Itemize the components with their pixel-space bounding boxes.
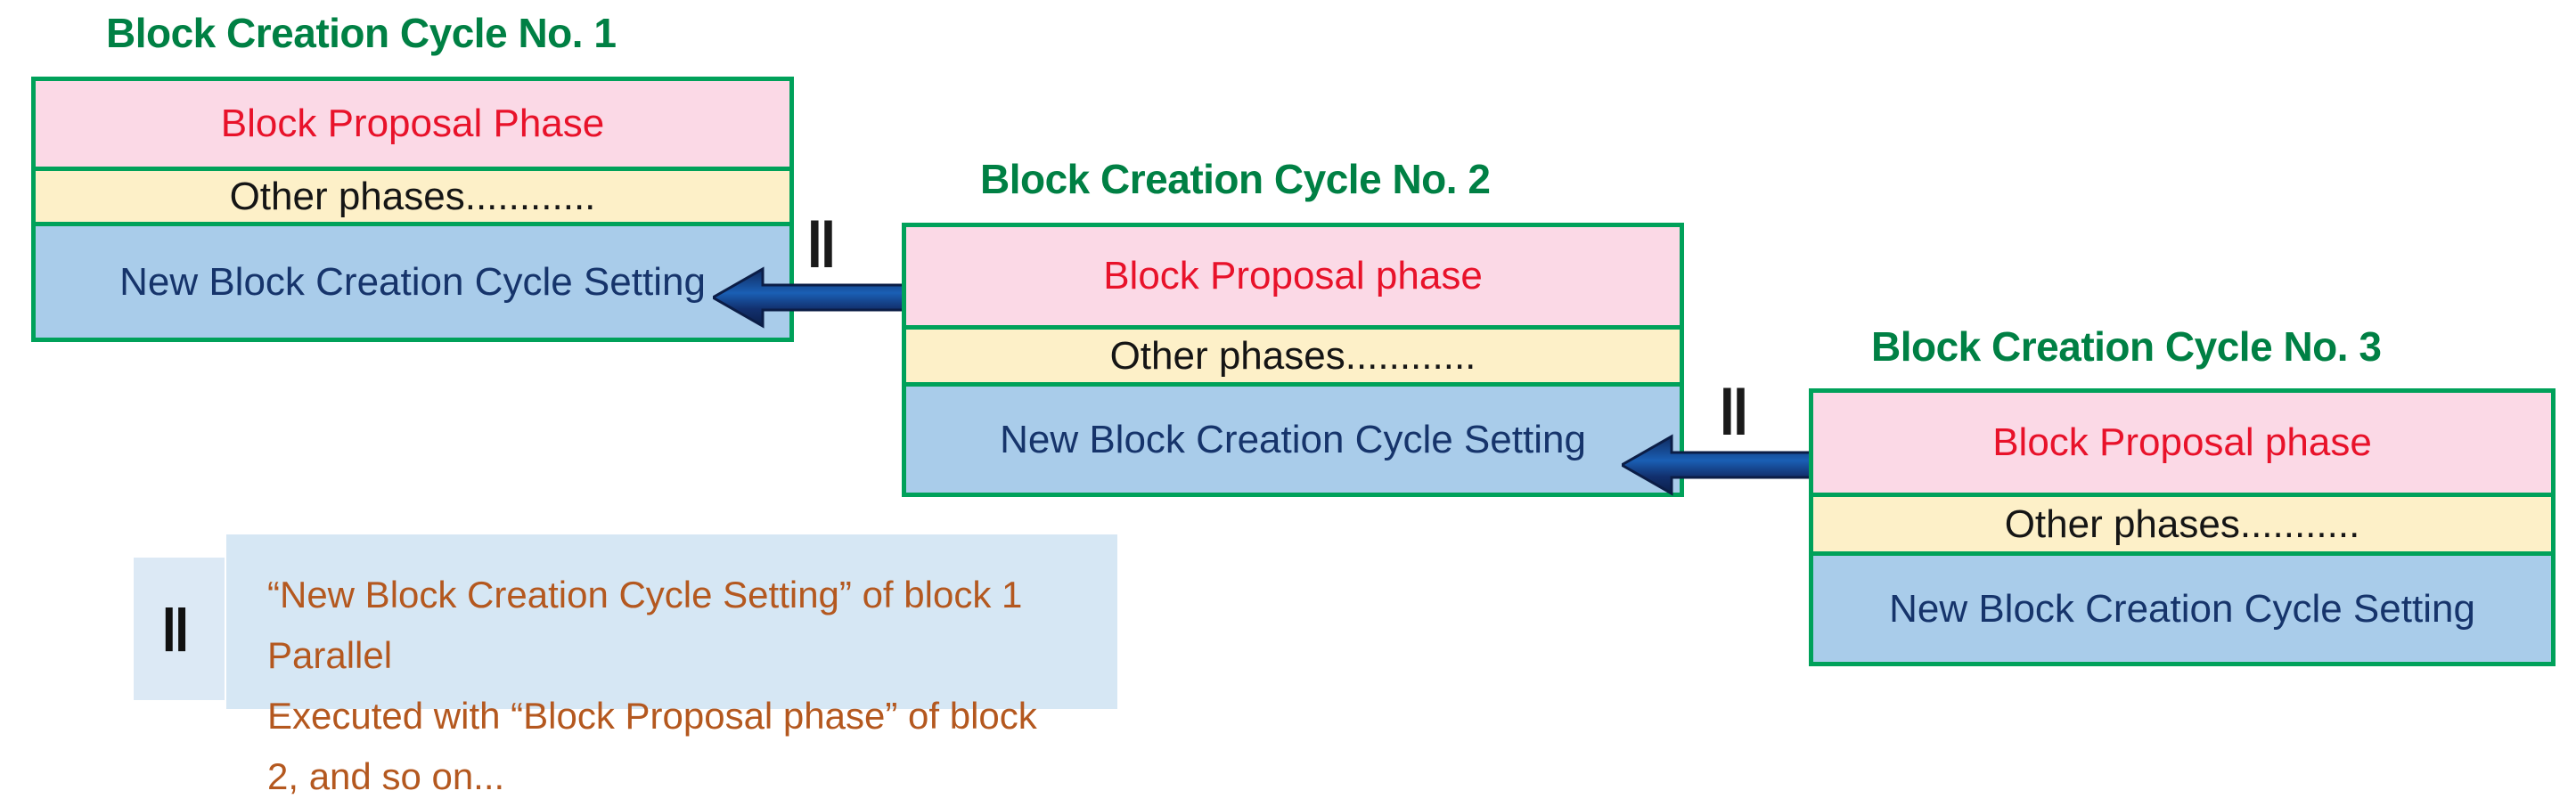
parallel-mark-icon-2: ‖ — [1718, 378, 1750, 449]
phase-row-other-2: Other phases............ — [906, 325, 1680, 382]
legend-mark-backdrop — [134, 558, 225, 700]
phase-label-setting-2: New Block Creation Cycle Setting — [1000, 417, 1586, 461]
cycle-title-2: Block Creation Cycle No. 2 — [980, 156, 1491, 202]
cycle-box-1: Block Proposal Phase Other phases.......… — [31, 77, 794, 342]
cycle-box-3: Block Proposal phase Other phases.......… — [1809, 388, 2556, 666]
phase-row-setting-2: New Block Creation Cycle Setting — [906, 382, 1680, 493]
cycle-group-2: Block Creation Cycle No. 2 Block Proposa… — [902, 159, 1688, 499]
phase-row-other-3: Other phases........... — [1813, 493, 2551, 551]
phase-row-setting-1: New Block Creation Cycle Setting — [36, 222, 789, 338]
connector-1-2: ‖ — [713, 214, 989, 330]
phase-row-proposal-1: Block Proposal Phase — [36, 81, 789, 167]
phase-row-setting-3: New Block Creation Cycle Setting — [1813, 551, 2551, 662]
cycle-box-2: Block Proposal phase Other phases.......… — [902, 223, 1684, 497]
cycle-group-1: Block Creation Cycle No. 1 Block Proposa… — [31, 12, 797, 344]
diagram-canvas: Block Creation Cycle No. 1 Block Proposa… — [31, 12, 2559, 797]
legend-parallel-mark-icon: ‖ — [160, 597, 191, 664]
legend-text: “New Block Creation Cycle Setting” of bl… — [267, 574, 1037, 798]
phase-label-setting-3: New Block Creation Cycle Setting — [1889, 586, 2475, 631]
cycle-title-1: Block Creation Cycle No. 1 — [106, 10, 617, 56]
legend: ‖ “New Block Creation Cycle Setting” of … — [134, 534, 1684, 797]
connector-2-3: ‖ — [1622, 381, 1898, 497]
phase-row-proposal-3: Block Proposal phase — [1813, 393, 2551, 493]
cycle-title-3: Block Creation Cycle No. 3 — [1871, 323, 2382, 370]
legend-text-box: “New Block Creation Cycle Setting” of bl… — [226, 534, 1117, 797]
phase-row-other-1: Other phases............ — [36, 167, 789, 222]
phase-row-proposal-2: Block Proposal phase — [906, 227, 1680, 325]
cycle-group-3: Block Creation Cycle No. 3 Block Proposa… — [1809, 326, 2559, 672]
phase-label-setting-1: New Block Creation Cycle Setting — [119, 259, 706, 304]
double-arrow-icon-1 — [713, 266, 989, 329]
double-arrow-icon-2 — [1622, 434, 1898, 496]
parallel-mark-icon-1: ‖ — [806, 210, 838, 281]
